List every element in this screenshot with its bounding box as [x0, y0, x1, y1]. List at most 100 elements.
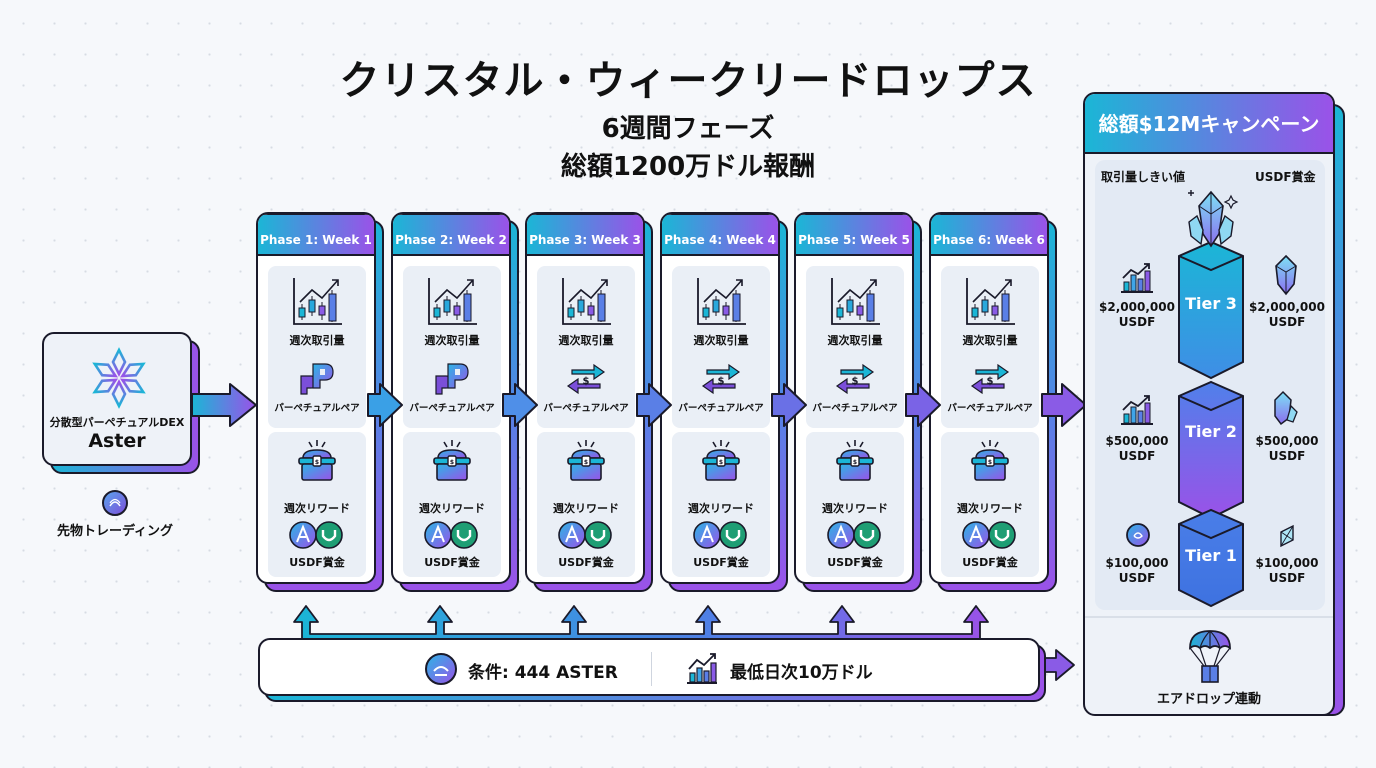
svg-text:$: $ [315, 459, 319, 466]
svg-text:$: $ [450, 459, 454, 466]
aster-coin-icon [102, 490, 128, 516]
tier-table: 取引量しきい値 USDF賞金 [1095, 160, 1325, 610]
usdf-prize-label: USDF賞金 [827, 556, 883, 569]
tier-pillar [1178, 190, 1244, 608]
reward-section: $ 週次リワード USDF賞金 [537, 432, 635, 577]
tier-1-label: Tier 1 [1185, 546, 1237, 565]
perpetual-pair-label: パーペチュアルペア [947, 403, 1033, 414]
candlestick-chart-icon [694, 274, 748, 332]
flow-arrow-phase2-to-phase3 [502, 383, 538, 427]
flow-arrow-phase3-to-phase4 [636, 383, 672, 427]
volume-section: 週次取引量 $ パーペチュアルペア [806, 266, 904, 428]
volume-section: 週次取引量 パーペチュアルペア [268, 266, 366, 428]
reward-section: $ 週次リワード USDF賞金 [941, 432, 1039, 577]
svg-text:$: $ [853, 459, 857, 466]
tier-1-block [1178, 508, 1244, 608]
volume-section: 週次取引量 $ パーペチュアルペア [672, 266, 770, 428]
flow-arrow-aster-to-phase1 [191, 383, 257, 427]
weekly-reward-label: 週次リワード [822, 502, 888, 515]
phase-title: Phase 2: Week 2 [393, 214, 509, 256]
svg-text:$: $ [584, 459, 588, 466]
airdrop-parachute-icon [1189, 630, 1231, 683]
volume-chart-icon [1121, 395, 1153, 425]
volume-section: 週次取引量 $ パーペチュアルペア [941, 266, 1039, 428]
daily-minimum: 最低日次10万ドル [730, 663, 873, 683]
aster-usdf-coins-icon [825, 520, 885, 554]
svg-text:$: $ [718, 376, 725, 387]
futures-trading-label: 先物トレーディング [56, 524, 174, 539]
tier-2-label: Tier 2 [1185, 422, 1237, 441]
divider [651, 652, 652, 686]
condition-to-campaign-arrow [1041, 649, 1075, 681]
phase-card-2: Phase 2: Week 2 週次取引量 パーペチュアルペア $ 週次リワード… [391, 212, 519, 592]
swap-dollar-icon: $ [564, 362, 608, 400]
reward-section: $ 週次リワード USDF賞金 [403, 432, 501, 577]
weekly-volume-label: 週次取引量 [693, 334, 749, 347]
pp-logo-icon [432, 362, 472, 400]
flow-arrow-phase5-to-phase6 [905, 383, 941, 427]
aster-subtitle: 分散型パーペチュアルDEX [49, 416, 185, 429]
page-subtitle: 6週間フェーズ [601, 114, 775, 144]
tier-3-label: Tier 3 [1185, 294, 1237, 313]
phase-title: Phase 6: Week 6 [931, 214, 1047, 256]
usdf-prize-label: USDF賞金 [693, 556, 749, 569]
flow-arrow-phase1-to-phase2 [367, 383, 403, 427]
svg-text:$: $ [719, 459, 723, 466]
crystal-small-icon [1280, 524, 1294, 548]
treasure-chest-icon: $ [699, 440, 743, 488]
phase-card-4: Phase 4: Week 4 週次取引量 $ パーペチュアルペア $ 週次リワ… [660, 212, 788, 592]
campaign-panel: 総額$12Mキャンペーン 取引量しきい値 USDF賞金 [1083, 92, 1345, 716]
weekly-reward-label: 週次リワード [688, 502, 754, 515]
aster-usdf-coins-icon [287, 520, 347, 554]
phase-title: Phase 4: Week 4 [662, 214, 778, 256]
perpetual-pair-label: パーペチュアルペア [543, 403, 629, 414]
phase-title: Phase 5: Week 5 [796, 214, 912, 256]
perpetual-pair-label: パーペチュアルペア [678, 403, 764, 414]
volume-section: 週次取引量 パーペチュアルペア [403, 266, 501, 428]
flow-arrow-phase4-to-phase5 [771, 383, 807, 427]
coin-icon [1126, 523, 1150, 547]
weekly-volume-label: 週次取引量 [827, 334, 883, 347]
candlestick-chart-icon [290, 274, 344, 332]
holding-condition: 条件: 444 ASTER [468, 663, 618, 683]
phase-title: Phase 3: Week 3 [527, 214, 643, 256]
svg-text:$: $ [987, 376, 994, 387]
aster-usdf-coins-icon [422, 520, 482, 554]
svg-text:$: $ [988, 459, 992, 466]
weekly-volume-label: 週次取引量 [962, 334, 1018, 347]
aster-dex-card: 分散型パーペチュアルDEX Aster [42, 332, 200, 474]
phase-title: Phase 1: Week 1 [258, 214, 374, 256]
weekly-volume-label: 週次取引量 [558, 334, 614, 347]
flow-arrow-to-campaign [1041, 383, 1087, 427]
weekly-volume-label: 週次取引量 [289, 334, 345, 347]
reward-section: $ 週次リワード USDF賞金 [806, 432, 904, 577]
usdf-prize-label: USDF賞金 [289, 556, 345, 569]
treasure-chest-icon: $ [295, 440, 339, 488]
airdrop-label: エアドロップ連動 [1156, 692, 1261, 707]
phase-card-3: Phase 3: Week 3 週次取引量 $ パーペチュアルペア $ 週次リワ… [525, 212, 653, 592]
aster-snowflake-logo-icon [92, 347, 146, 409]
candlestick-chart-icon [828, 274, 882, 332]
weekly-reward-label: 週次リワード [284, 502, 350, 515]
page-title: クリスタル・ウィークリードロップス [339, 58, 1037, 104]
treasure-chest-icon: $ [968, 440, 1012, 488]
swap-dollar-icon: $ [833, 362, 877, 400]
crystal-medium-icon [1274, 390, 1298, 426]
treasure-chest-icon: $ [833, 440, 877, 488]
reward-section: $ 週次リワード USDF賞金 [268, 432, 366, 577]
swap-dollar-icon: $ [699, 362, 743, 400]
weekly-reward-label: 週次リワード [957, 502, 1023, 515]
condition-connector-arrows [293, 605, 989, 645]
tier-2-block [1178, 380, 1244, 520]
volume-chart-icon [687, 653, 717, 684]
aster-usdf-coins-icon [960, 520, 1020, 554]
aster-usdf-coins-icon [691, 520, 751, 554]
campaign-title: 総額$12Mキャンペーン [1085, 94, 1333, 154]
perpetual-pair-label: パーペチュアルペア [812, 403, 898, 414]
svg-text:$: $ [583, 376, 590, 387]
